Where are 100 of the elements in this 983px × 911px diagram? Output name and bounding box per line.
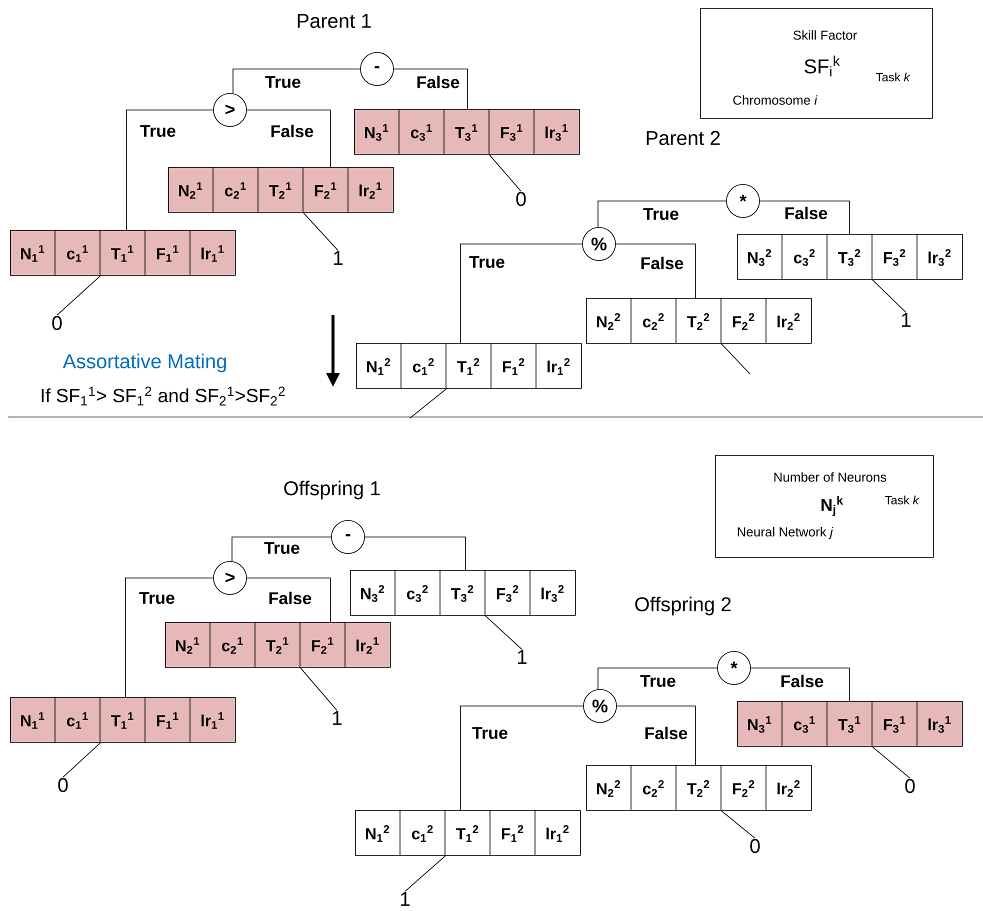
cell-text: F$_{1}$1 [156, 245, 178, 262]
cell-text: lr$_{3}$2 [928, 249, 951, 266]
edge-label: True [468, 255, 506, 269]
key-text: Neural Network j [738, 526, 834, 540]
cell-text: T$_{3}$2 [451, 585, 474, 602]
connector-line [125, 578, 214, 698]
gene-record [356, 342, 582, 389]
method-title: Assortative Mating [62, 354, 226, 372]
condition-text: If SF$_{1}$$^{1}$> SF$_{1}$$^{2}$ and SF$_{2}$$^{1}$>SF$_{2}$2 [42, 386, 285, 406]
cell-text: T$_{3}$1 [838, 716, 860, 733]
cell-text: lr$_{3}$2 [542, 585, 564, 602]
cell-text: N$_{2}$1 [176, 637, 200, 654]
gene-record [350, 570, 576, 616]
tree-title: Offspring 1 [284, 480, 380, 500]
edge-label: False [267, 590, 313, 606]
gene-record [354, 108, 580, 155]
key-text: Task k [885, 496, 920, 504]
connector-line [404, 855, 446, 892]
cell-text: T$_{1}$2 [457, 358, 480, 375]
cell-text: N$_{1}$2 [367, 358, 390, 375]
cell-text: lr$_{2}$1 [360, 182, 382, 199]
leaf-value: 1 [334, 251, 343, 265]
connector-line [872, 279, 906, 313]
edge-label: False [783, 206, 829, 220]
edge-label: False [415, 74, 461, 90]
connector-line [126, 110, 214, 230]
edge-label: False [639, 256, 685, 270]
connector-line [232, 68, 360, 94]
edge-label: False [643, 726, 689, 740]
connector-line [460, 706, 584, 810]
cell-text: c$_{3}$1 [794, 716, 815, 733]
key-text: N$_{j}$k [822, 496, 844, 516]
leaf-value: 0 [52, 316, 62, 330]
gene-record [737, 700, 963, 747]
cell-text: T$_{2}$2 [687, 313, 710, 330]
cell-text: lr$_{1}$2 [548, 358, 570, 375]
connector-line [56, 275, 101, 316]
cell-text: N$_{3}$1 [748, 716, 772, 733]
connector-line [485, 615, 522, 650]
cell-text: lr$_{3}$1 [928, 716, 951, 733]
cell-text: F$_{1}$2 [502, 358, 524, 375]
cell-text: lr$_{3}$1 [546, 124, 568, 141]
edge-label: True [264, 75, 302, 89]
cell-text: F$_{1}$2 [502, 825, 524, 842]
gene-record [355, 810, 581, 856]
cell-text: T$_{2}$1 [266, 637, 288, 654]
cell-text: F$_{1}$1 [156, 712, 178, 729]
connector-line [616, 706, 696, 766]
cell-text: T$_{1}$2 [456, 825, 478, 842]
leaf-value: 1 [400, 892, 410, 906]
key-text: Number of Neurons [774, 472, 886, 482]
key-text: SF$_{i}$k [804, 56, 840, 76]
cell-text: T$_{2}$2 [687, 780, 710, 797]
cell-text: N$_{3}$1 [365, 124, 388, 141]
cell-text: F$_{2}$2 [732, 313, 754, 330]
cell-text: T$_{1}$1 [111, 712, 134, 729]
key-text: Task k [876, 72, 910, 82]
tree-title: Parent 1 [298, 14, 371, 28]
edge-label: False [269, 124, 315, 138]
connector-line [62, 742, 101, 778]
cell-text: c$_{1}$1 [66, 245, 88, 262]
leaf-value: 0 [58, 778, 68, 792]
leaf-value: 1 [902, 313, 911, 327]
gene-record [737, 234, 963, 280]
gene-record [586, 298, 812, 344]
edge-label: True [642, 207, 680, 221]
cell-text: c$_{2}$2 [642, 780, 664, 797]
connector-line [598, 668, 718, 690]
cell-text: N$_{2}$2 [597, 313, 620, 330]
edge-label: True [138, 591, 176, 605]
cell-text: c$_{2}$1 [222, 637, 243, 654]
edge-label: True [139, 124, 177, 138]
cell-text: c$_{2}$2 [642, 313, 664, 330]
cell-text: c$_{3}$2 [406, 585, 428, 602]
gene-record [586, 764, 812, 811]
connector-line [750, 668, 850, 702]
cell-text: T$_{2}$1 [269, 182, 292, 199]
cell-text: F$_{3}$2 [884, 249, 906, 266]
connector-line [721, 343, 750, 374]
cell-text: N$_{1}$1 [21, 245, 44, 262]
connector-line [246, 110, 331, 168]
cell-text: N$_{1}$2 [366, 825, 390, 842]
connector-line [300, 667, 338, 711]
cell-text: lr$_{1}$1 [202, 245, 224, 262]
connector-line [303, 212, 338, 251]
cell-text: c$_{3}$1 [410, 124, 432, 141]
cell-text: c$_{1}$2 [412, 358, 434, 375]
connector-line [232, 536, 332, 562]
connector-line [246, 578, 331, 622]
cell-text: F$_{3}$2 [496, 585, 518, 602]
connector-line [598, 200, 726, 228]
cell-text: N$_{3}$2 [361, 585, 384, 602]
cell-text: c$_{3}$2 [794, 249, 815, 266]
edge-label: True [471, 726, 509, 740]
cell-text: lr$_{2}$1 [356, 637, 379, 654]
tree-title: Parent 2 [646, 130, 720, 146]
gene-record [10, 230, 236, 276]
cell-text: F$_{2}$2 [732, 780, 754, 797]
cell-text: c$_{1}$2 [412, 825, 433, 842]
cell-text: F$_{2}$1 [314, 182, 336, 199]
